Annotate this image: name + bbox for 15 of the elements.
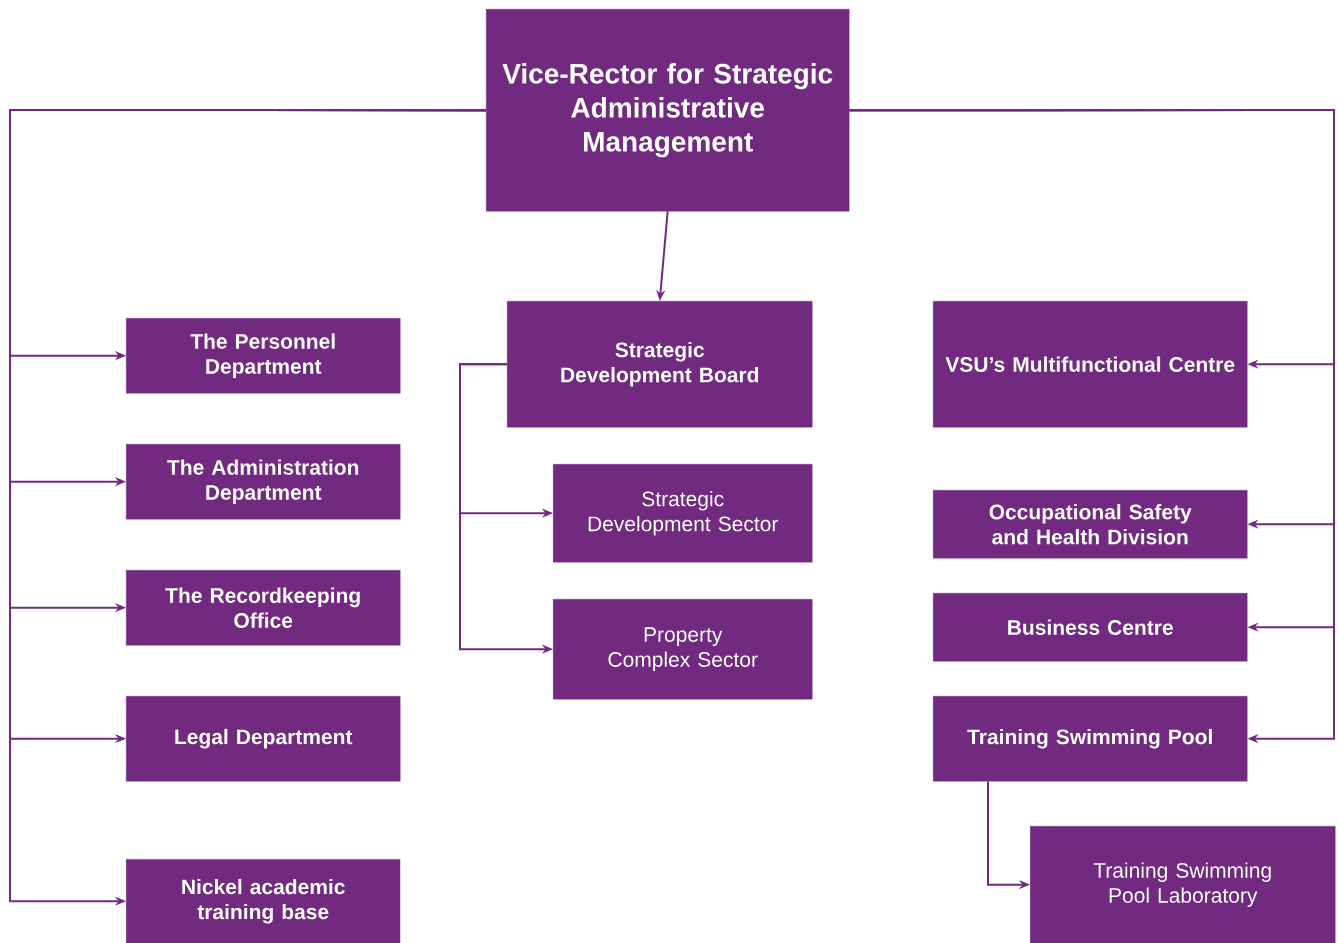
connector-arrow [848, 109, 1335, 744]
org-box: Vice-Rector for Strategic Administrative Management [486, 9, 850, 212]
org-box: Legal Department [126, 696, 401, 782]
org-box: Nickel academic training base [126, 859, 401, 943]
org-box: Training Swimming Pool Laboratory [1030, 826, 1336, 943]
org-box: Strategic Development Board [507, 301, 813, 428]
org-box: Business Centre [933, 593, 1248, 662]
org-box: Training Swimming Pool [933, 696, 1248, 782]
org-box: The Administration Department [126, 444, 401, 520]
org-box: Occupational Safety and Health Division [933, 490, 1248, 559]
org-box: Strategic Development Sector [553, 464, 813, 563]
org-box: VSU’s Multifunctional Centre [933, 301, 1248, 428]
org-box: The Personnel Department [126, 318, 401, 394]
org-box: Property Complex Sector [553, 599, 813, 700]
org-box: The Recordkeeping Office [126, 570, 401, 646]
